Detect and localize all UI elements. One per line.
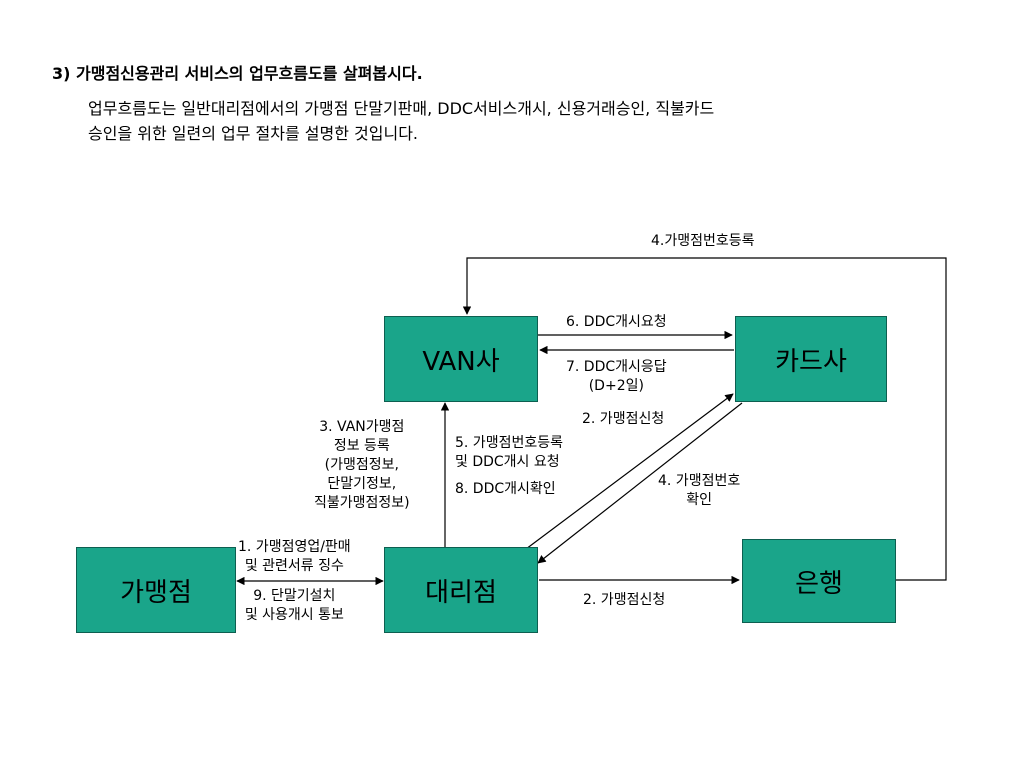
label-van-to-card: 6. DDC개시요청 xyxy=(566,314,667,330)
arrow-card-to-agency xyxy=(537,402,743,564)
label-van-to-agency-line-1: 5. 가맹점번호등록 xyxy=(455,435,563,451)
node-agency: 대리점 xyxy=(384,547,538,633)
arrow-bank-to-van xyxy=(462,257,947,581)
label-merchant-agency-line-4: 및 사용개시 통보 xyxy=(244,607,344,623)
label-agency-to-van-line-2: 정보 등록 xyxy=(333,438,390,454)
label-van-to-agency-line-2: 및 DDC개시 요청 xyxy=(455,454,560,470)
arrow-agency-to-card xyxy=(521,393,734,553)
label-merchant-agency: 1. 가맹점영업/판매 및 관련서류 징수 9. 단말기설치 및 사용개시 통보 xyxy=(238,538,351,625)
label-agency-to-van-line-4: 단말기정보, xyxy=(327,476,397,492)
label-bank-to-van: 4.가맹점번호등록 xyxy=(651,233,755,249)
description-line-1: 업무흐름도는 일반대리점에서의 가맹점 단말기판매, DDC서비스개시, 신용거… xyxy=(88,99,715,118)
label-van-to-agency-line-3: 8. DDC개시확인 xyxy=(455,481,556,497)
label-agency-to-van-line-3: (가맹점정보, xyxy=(324,457,399,473)
label-card-to-agency: 4. 가맹점번호 확인 xyxy=(658,472,740,510)
label-card-to-agency-line-1: 4. 가맹점번호 xyxy=(658,473,741,489)
label-van-to-agency: 5. 가맹점번호등록 및 DDC개시 요청 8. DDC개시확인 xyxy=(455,434,563,499)
label-agency-to-van-line-5: 직불가맹점정보) xyxy=(314,495,410,511)
node-card: 카드사 xyxy=(735,316,887,402)
label-card-to-van-line-1: 7. DDC개시응답 xyxy=(566,359,667,375)
node-merchant: 가맹점 xyxy=(76,547,236,633)
description-line-2: 승인을 위한 일련의 업무 절차를 설명한 것입니다. xyxy=(88,124,419,143)
label-agency-to-van-line-1: 3. VAN가맹점 xyxy=(319,419,405,435)
label-card-to-agency-line-2: 확인 xyxy=(686,492,712,508)
label-merchant-agency-line-2: 및 관련서류 징수 xyxy=(244,558,344,574)
label-agency-to-bank: 2. 가맹점신청 xyxy=(583,592,666,608)
node-van: VAN사 xyxy=(384,316,538,402)
page-heading: 3) 가맹점신용관리 서비스의 업무흐름도를 살펴봅시다. xyxy=(52,64,423,83)
label-merchant-agency-line-1: 1. 가맹점영업/판매 xyxy=(238,539,351,555)
label-card-to-van: 7. DDC개시응답 (D+2일) xyxy=(566,358,667,396)
label-agency-to-van: 3. VAN가맹점 정보 등록 (가맹점정보, 단말기정보, 직불가맹점정보) xyxy=(314,418,410,513)
label-agency-to-card: 2. 가맹점신청 xyxy=(582,411,665,427)
node-bank: 은행 xyxy=(742,539,896,623)
label-merchant-agency-line-3: 9. 단말기설치 xyxy=(253,588,336,604)
label-card-to-van-line-2: (D+2일) xyxy=(588,378,644,394)
